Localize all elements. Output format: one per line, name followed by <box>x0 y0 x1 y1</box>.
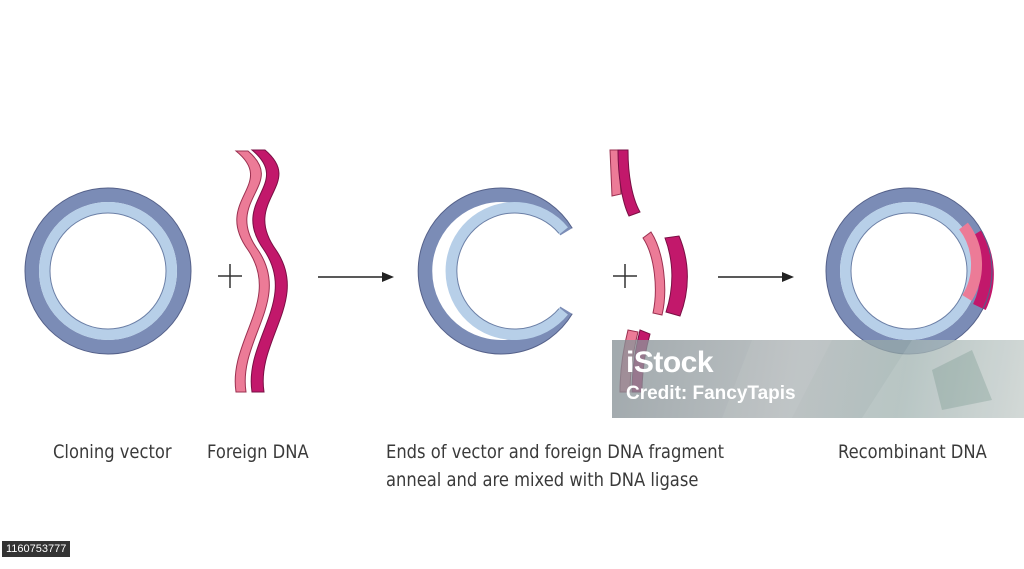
label-cloning-vector: Cloning vector <box>53 441 172 463</box>
watermark-logo: iStock <box>626 346 714 379</box>
cloning-vector-plasmid <box>24 187 192 355</box>
recombinant-edge-inner <box>850 212 968 330</box>
watermark-credit: Credit: FancyTapis <box>626 383 796 404</box>
recombinant-outer-strand <box>826 188 992 354</box>
label-annealing-line-1: Ends of vector and foreign DNA fragment <box>386 441 725 463</box>
label-recombinant-dna: Recombinant DNA <box>838 441 987 463</box>
cut-vector-inner-strand <box>445 202 568 340</box>
recombinant-insert-inner <box>959 222 982 301</box>
watermark-texture <box>722 340 1024 418</box>
foreign-dna-light-strand <box>234 150 270 393</box>
plus-sign-2 <box>613 264 637 288</box>
cut-vector-edge-inner <box>456 212 560 330</box>
label-foreign-dna: Foreign DNA <box>207 441 309 463</box>
vector-outer-strand <box>25 188 191 354</box>
stock-id-badge: 1160753777 <box>2 541 71 557</box>
foreign-piece-top <box>609 149 641 217</box>
arrow-2 <box>718 272 794 282</box>
foreign-piece-middle <box>642 231 688 317</box>
foreign-dna-fragment <box>234 149 288 393</box>
plus-sign-1 <box>218 264 242 288</box>
cut-vector-edge-outer <box>417 187 573 355</box>
cut-vector-outer-strand <box>418 188 573 354</box>
foreign-dna-dark-strand <box>250 149 288 393</box>
recombinant-inner-strand <box>840 202 978 340</box>
label-annealing-line-2: anneal and are mixed with DNA ligase <box>386 469 699 491</box>
cut-vector-plasmid <box>417 187 573 355</box>
vector-edge-inner <box>49 212 167 330</box>
recombinant-plasmid <box>825 187 994 355</box>
recombinant-insert-outer <box>969 230 994 311</box>
watermark-banner: iStock Credit: FancyTapis <box>612 340 1024 418</box>
vector-inner-strand <box>39 202 177 340</box>
arrow-1 <box>318 272 394 282</box>
vector-edge-outer <box>24 187 192 355</box>
